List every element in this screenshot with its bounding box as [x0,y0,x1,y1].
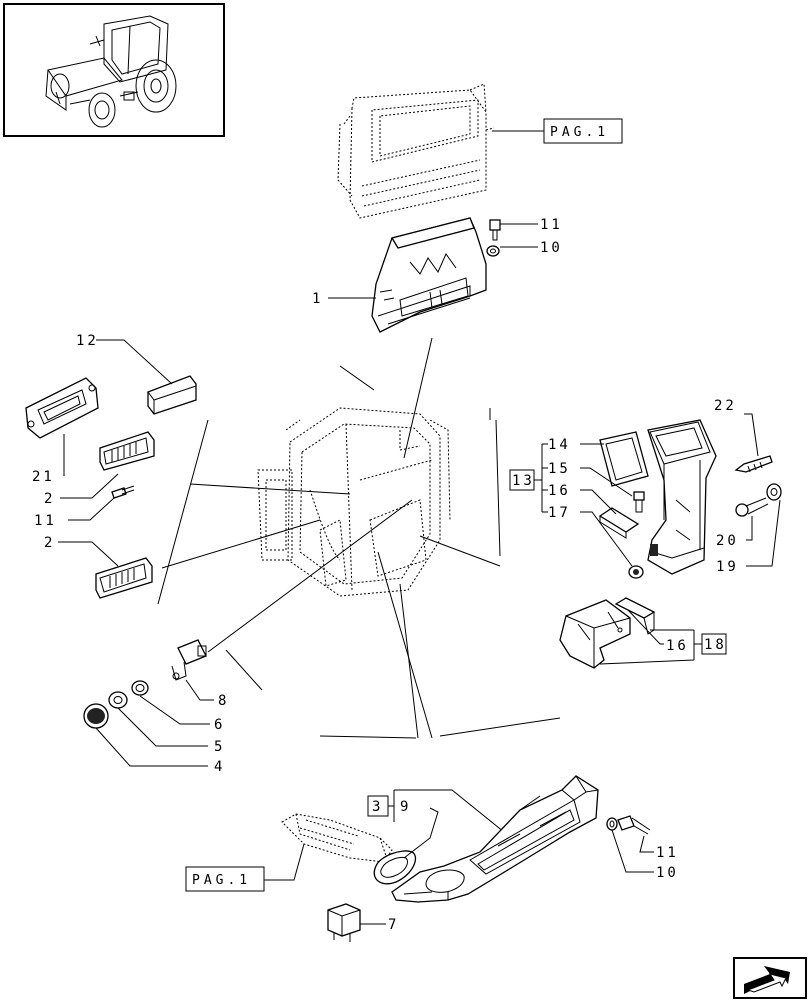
callout-7: 7 [388,917,399,933]
screw-22 [734,455,773,473]
washer-6 [131,680,149,696]
callout-16-upper: 16 [548,483,571,499]
callout-17: 17 [548,505,571,521]
callout-4: 4 [214,759,225,775]
callout-11-bottom: 11 [656,845,679,861]
callout-10-bottom: 10 [656,865,679,881]
gasket-9 [373,850,417,885]
callout-22: 22 [714,398,737,414]
clip-16-upper [598,507,640,539]
duct-assembly-13[interactable] [647,419,717,575]
floor-duct-main[interactable] [391,775,599,903]
bolt-20 [735,497,769,517]
page-ref-top[interactable]: PAG.1 [550,125,609,140]
bolt-11-top [486,219,501,257]
callout-10-top: 10 [540,240,563,256]
callout-2-lower: 2 [44,535,55,551]
callout-19: 19 [716,559,739,575]
screw-11-left [111,485,135,499]
vent-cap-12 [147,375,197,415]
elbow-duct-18[interactable] [559,599,631,669]
callout-5: 5 [214,739,225,755]
cap-4 [83,703,109,729]
callout-15: 15 [548,461,571,477]
callout-9: 9 [400,799,411,815]
duct-part-1[interactable] [371,217,487,333]
relay-7 [327,903,361,942]
floor-duct-ghost [281,813,393,863]
bolt-15 [633,491,645,513]
callout-21: 21 [32,469,55,485]
callout-2-upper: 2 [44,491,55,507]
callout-20: 20 [716,533,739,549]
cab-frame-ghost [257,407,451,597]
nut-5 [108,691,128,709]
callout-14: 14 [548,437,571,453]
callout-16-lower: 16 [666,638,689,654]
callout-1: 1 [312,291,323,307]
page-ref-bottom[interactable]: PAG.1 [192,873,251,888]
callout-6: 6 [214,717,225,733]
gasket-21 [25,377,99,439]
callout-12: 12 [76,333,99,349]
switch-8 [171,639,207,681]
next-page-arrow-icon[interactable] [733,957,807,999]
callout-11-left: 11 [34,513,57,529]
roof-panel-ghost [337,83,495,219]
grille-2-upper [99,431,155,471]
tractor-thumbnail-icon[interactable] [3,3,225,137]
callout-8: 8 [218,693,229,709]
bolt-11-bottom [606,815,651,835]
washer-19 [766,483,782,501]
callout-3: 3 [372,799,383,815]
callout-18: 18 [704,637,727,653]
clip-16-lower [614,597,656,635]
gasket-14 [599,431,649,487]
callout-13: 13 [512,473,535,489]
nut-17 [628,565,644,579]
callout-11-top: 11 [540,217,563,233]
grille-2-lower [95,557,153,599]
